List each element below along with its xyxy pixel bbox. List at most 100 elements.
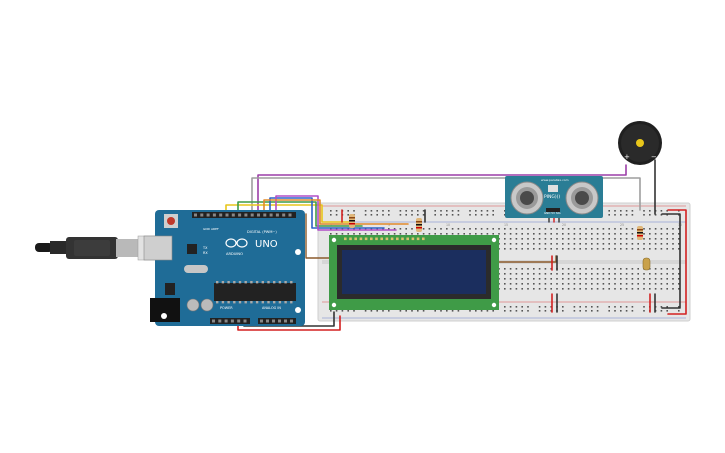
breadboard-hole: [608, 243, 610, 245]
led-component[interactable]: [642, 257, 651, 271]
breadboard-hole: [643, 248, 645, 250]
breadboard-hole: [654, 228, 657, 230]
wire-rail-black[interactable]: [661, 213, 681, 309]
chip-leg: [255, 281, 259, 284]
breadboard-hole: [509, 288, 512, 290]
wire-gray-ground[interactable]: [251, 177, 641, 215]
breadboard-hole: [486, 228, 489, 230]
chip-leg: [238, 301, 242, 304]
breadboard-hole: [672, 238, 674, 240]
breadboard-hole: [591, 306, 593, 308]
sensor-model-text: PING))): [544, 194, 560, 200]
wire-violet[interactable]: [275, 195, 397, 231]
breadboard-hole: [527, 268, 529, 270]
breadboard-hole: [527, 238, 529, 240]
breadboard-hole: [631, 278, 634, 280]
breadboard-hole: [666, 278, 668, 280]
breadboard-hole: [504, 248, 506, 250]
breadboard-hole: [614, 233, 616, 235]
breadboard-hole: [620, 273, 622, 275]
breadboard-hole: [678, 310, 680, 312]
wire-brown[interactable]: [305, 213, 331, 259]
wire-yellow[interactable]: [225, 204, 351, 223]
breadboard-hole: [515, 306, 518, 308]
breadboard-hole: [631, 288, 634, 290]
lcd-pin: [364, 237, 368, 241]
lcd-pin: [375, 237, 378, 241]
breadboard-hole: [660, 248, 663, 250]
breadboard-hole: [591, 228, 593, 230]
breadboard-hole: [585, 268, 587, 270]
lcd-pin: [416, 237, 420, 241]
resistor[interactable]: [349, 214, 355, 228]
breadboard-hole: [649, 214, 651, 216]
regulator: [165, 283, 175, 295]
breadboard-hole: [480, 233, 483, 235]
lcd-pin: [349, 237, 352, 241]
breadboard-hole: [399, 210, 402, 212]
breadboard-hole: [614, 243, 616, 245]
breadboard-hole: [591, 233, 593, 235]
breadboard-hole: [440, 310, 442, 312]
breadboard-hole: [527, 310, 529, 312]
breadboard-hole: [509, 243, 512, 245]
breadboard-hole: [515, 243, 518, 245]
header-pin: [194, 213, 197, 217]
breadboard-hole: [608, 310, 610, 312]
breadboard-hole: [660, 268, 663, 270]
breadboard-hole: [649, 283, 651, 285]
wire-green[interactable]: [237, 201, 363, 227]
breadboard-hole: [614, 283, 616, 285]
column-label: 5: [388, 223, 390, 227]
piezo-buzzer[interactable]: + −: [618, 121, 662, 165]
header-pin: [212, 213, 216, 217]
chip-leg: [238, 281, 242, 284]
header-pin: [219, 213, 223, 217]
wire-buzzer-signal[interactable]: [257, 164, 627, 215]
breadboard-hole: [538, 248, 541, 250]
breadboard-hole: [643, 243, 645, 245]
breadboard-hole: [515, 268, 518, 270]
breadboard-hole: [538, 288, 541, 290]
wire-rail-red[interactable]: [667, 209, 687, 315]
breadboard-hole: [469, 214, 471, 216]
power-header: [210, 318, 250, 324]
breadboard-hole: [562, 273, 564, 275]
breadboard-hole: [585, 273, 587, 275]
breadboard-hole: [509, 238, 512, 240]
resistor[interactable]: [637, 226, 643, 240]
breadboard-hole: [614, 248, 616, 250]
breadboard-hole: [492, 214, 494, 216]
breadboard-hole: [504, 310, 506, 312]
breadboard-hole: [562, 283, 564, 285]
breadboard-hole: [451, 228, 454, 230]
lcd-16x2-display[interactable]: [329, 235, 499, 310]
breadboard-hole: [527, 233, 529, 235]
lcd-screen: [342, 250, 486, 294]
ultrasonic-sensor[interactable]: www.parallax.com PING))) GND 5V SIG: [505, 176, 603, 218]
wire-blue[interactable]: [269, 197, 385, 229]
breadboard-hole: [538, 238, 541, 240]
breadboard-hole: [585, 310, 587, 312]
breadboard-hole: [504, 228, 506, 230]
breadboard-hole: [614, 210, 616, 212]
breadboard-hole: [411, 228, 413, 230]
resistor[interactable]: [416, 218, 422, 232]
breadboard-hole: [521, 273, 523, 275]
breadboard-hole: [556, 228, 558, 230]
lcd-pin: [385, 237, 389, 241]
breadboard-hole: [678, 243, 680, 245]
breadboard-hole: [556, 243, 558, 245]
breadboard-hole: [573, 310, 576, 312]
breadboard-hole: [672, 278, 674, 280]
breadboard-hole: [625, 243, 628, 245]
header-pin: [218, 319, 222, 323]
breadboard-hole: [422, 214, 425, 216]
breadboard-hole: [625, 283, 628, 285]
wire-brown-lcd[interactable]: [497, 255, 557, 263]
arduino-uno-board[interactable]: UNO ARDUINO DIGITAL (PWM~) AREF GND TX R…: [143, 210, 305, 326]
breadboard-hole: [649, 288, 651, 290]
breadboard-hole: [654, 248, 657, 250]
breadboard-hole: [376, 233, 378, 235]
